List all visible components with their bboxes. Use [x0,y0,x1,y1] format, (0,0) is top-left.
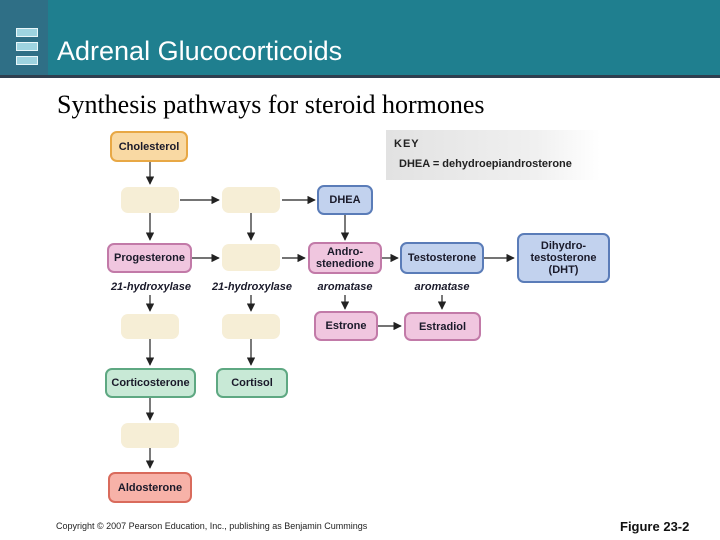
key-text: DHEA = dehydroepiandrosterone [399,158,572,170]
enzyme-aromatase-2: aromatase [414,281,470,293]
node-corticosterone-label: Corticosterone [111,377,190,389]
figure-label: Figure 23-2 [620,519,690,534]
node-blank-c1-r7 [121,423,179,448]
node-blank-c2-r2 [222,187,280,213]
node-corticosterone: Corticosterone [105,368,196,398]
node-estradiol: Estradiol [404,312,481,341]
node-dhea: DHEA [317,185,373,215]
node-dht: Dihydro- testosterone (DHT) [517,233,610,283]
node-progesterone: Progesterone [107,243,192,273]
enzyme-21-hydroxylase-2: 21-hydroxylase [211,281,293,293]
node-estrone: Estrone [314,311,378,341]
node-blank-c1-r2 [121,187,179,213]
node-testosterone-label: Testosterone [407,252,477,264]
node-progesterone-label: Progesterone [114,252,185,264]
enzyme-aromatase-1: aromatase [317,281,373,293]
node-cholesterol-label: Cholesterol [118,140,180,153]
enzyme-21-hydroxylase-1: 21-hydroxylase [110,281,192,293]
key-box: KEY DHEA = dehydroepiandrosterone [386,130,600,180]
node-testosterone: Testosterone [400,242,484,274]
slide-subtitle: Synthesis pathways for steroid hormones [57,90,485,119]
node-aldosterone-label: Aldosterone [117,481,183,494]
node-cholesterol: Cholesterol [110,131,188,162]
key-title: KEY [394,138,420,150]
node-estradiol-label: Estradiol [418,320,467,333]
node-aldosterone: Aldosterone [108,472,192,503]
node-estrone-label: Estrone [325,320,367,332]
node-blank-c2-r3 [222,244,280,271]
slide-logo-icon [0,0,48,75]
node-androstenedione: Andro- stenedione [308,242,382,274]
node-dht-label-2: testosterone [530,252,597,264]
node-androstenedione-label-2: stenedione [315,258,375,270]
copyright-text: Copyright © 2007 Pearson Education, Inc.… [56,521,368,531]
node-androstenedione-label-1: Andro- [326,246,364,258]
node-dht-label-1: Dihydro- [540,240,587,252]
header-rule [0,75,720,78]
node-dht-label-3: (DHT) [548,264,579,276]
slide-title: Adrenal Glucocorticoids [57,36,343,66]
node-blank-c1-r5 [121,314,179,339]
header-bar [0,0,720,75]
node-dhea-label: DHEA [329,194,361,206]
node-cortisol: Cortisol [216,368,288,398]
node-cortisol-label: Cortisol [231,377,273,389]
node-blank-c2-r5 [222,314,280,339]
